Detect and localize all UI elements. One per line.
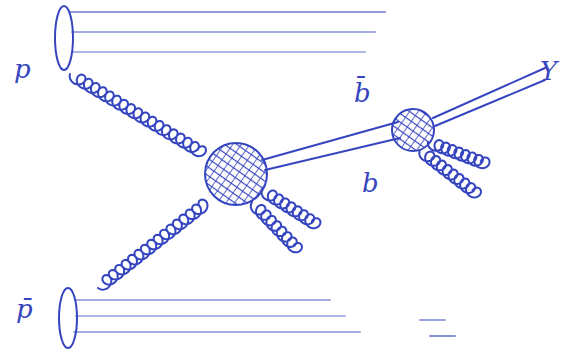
antiproton-beam-line [74,331,360,333]
proton-beam-line [72,31,375,33]
gluon-line [262,190,321,228]
particle-label: b [362,170,379,196]
particle-label: Υ [540,58,557,84]
proton-beam-line [72,51,365,53]
proton-beam-line [70,11,385,13]
hadronization-blob [392,109,434,151]
antiproton-beam-line [75,299,330,301]
beam-dash [430,335,455,337]
particle-label: b̄ [354,80,371,106]
gluon-line [419,150,481,197]
hard-scatter-blob [205,143,267,205]
upsilon-line [433,68,545,118]
particle-label: p̄ [16,296,33,322]
antiproton-beam-end [59,288,77,348]
gluon-line [98,199,207,289]
particle-label: p [14,56,31,82]
proton-beam-end [55,6,73,70]
antiproton-beam-line [76,315,345,317]
gluon-line [70,74,206,156]
gluon-line [251,202,302,252]
upsilon-line [435,80,545,126]
beam-dash [420,319,445,321]
b-quark-line [265,138,400,170]
